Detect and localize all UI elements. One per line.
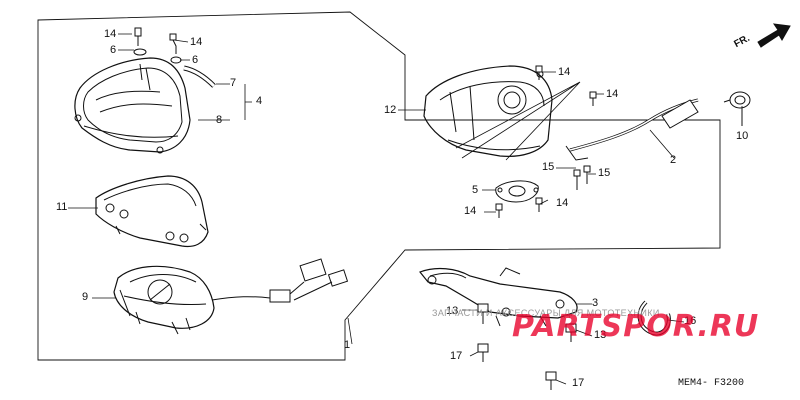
screw-14-collar-right <box>535 197 543 212</box>
callout-7: 7 <box>230 77 237 89</box>
callout-6-left: 6 <box>110 44 117 56</box>
bolt-13-left <box>477 303 489 324</box>
screw-14-collar-left <box>495 203 503 218</box>
callout-14-upper-right: 14 <box>558 66 571 78</box>
callout-16: 16 <box>684 315 697 327</box>
combination-meter-9 <box>113 258 349 335</box>
callout-13-right: 13 <box>594 329 607 341</box>
meter-stay-3 <box>419 267 578 327</box>
grommet-10 <box>723 91 751 126</box>
callout-4: 4 <box>256 95 263 107</box>
callout-15-left: 15 <box>542 161 555 173</box>
seal-7 <box>183 65 216 88</box>
callout-8: 8 <box>216 114 223 126</box>
callout-11: 11 <box>56 201 68 213</box>
collar-plate-5 <box>495 180 539 203</box>
front-direction-arrow <box>757 23 791 48</box>
grommet-6-left <box>133 48 147 56</box>
callout-6-right: 6 <box>192 54 199 66</box>
callout-17-left: 17 <box>450 350 463 362</box>
callout-14-right-upper: 14 <box>190 36 203 48</box>
bolt-17-left <box>477 343 489 362</box>
callout-14-mid-right: 14 <box>606 88 619 100</box>
assembly-boundary <box>37 11 721 361</box>
screw-15-left <box>573 169 581 190</box>
callout-14-collar-left: 14 <box>464 205 477 217</box>
watermark-logo: PARTSPOR.RU <box>512 309 760 344</box>
callout-14-top: 14 <box>104 28 117 40</box>
speedometer-cable-2 <box>565 98 699 161</box>
grommet-6-right <box>170 56 182 64</box>
watermark-tagline: ЗАПЧАСТИ И АКСЕССУАРЫ ДЛЯ МОТОТЕХНИКИ <box>432 308 660 318</box>
meter-visor-11 <box>95 175 209 248</box>
callout-14-collar-right: 14 <box>556 197 569 209</box>
callout-5: 5 <box>472 184 479 196</box>
screw-14-mid-right <box>589 91 597 106</box>
callout-15-right: 15 <box>598 167 611 179</box>
screw-14-upper-right <box>535 65 543 80</box>
callout-9: 9 <box>82 291 89 303</box>
callout-10: 10 <box>736 130 749 142</box>
screw-14-top <box>134 27 142 46</box>
callout-1: 1 <box>344 339 351 351</box>
harness-band-16 <box>637 300 671 336</box>
drawing-code: MEM4- F3200 <box>678 378 745 389</box>
meter-upper-cover <box>74 57 191 154</box>
screw-15-right <box>583 165 591 184</box>
callout-17-right: 17 <box>572 377 585 389</box>
callout-2: 2 <box>670 154 677 166</box>
meter-lower-case-12 <box>423 65 553 157</box>
callout-13-left: 13 <box>446 305 459 317</box>
bolt-13-right <box>565 323 577 342</box>
callout-12: 12 <box>384 104 397 116</box>
callout-3: 3 <box>592 297 599 309</box>
screw-14-right-upper <box>169 33 177 54</box>
bolt-17-right <box>545 371 557 390</box>
